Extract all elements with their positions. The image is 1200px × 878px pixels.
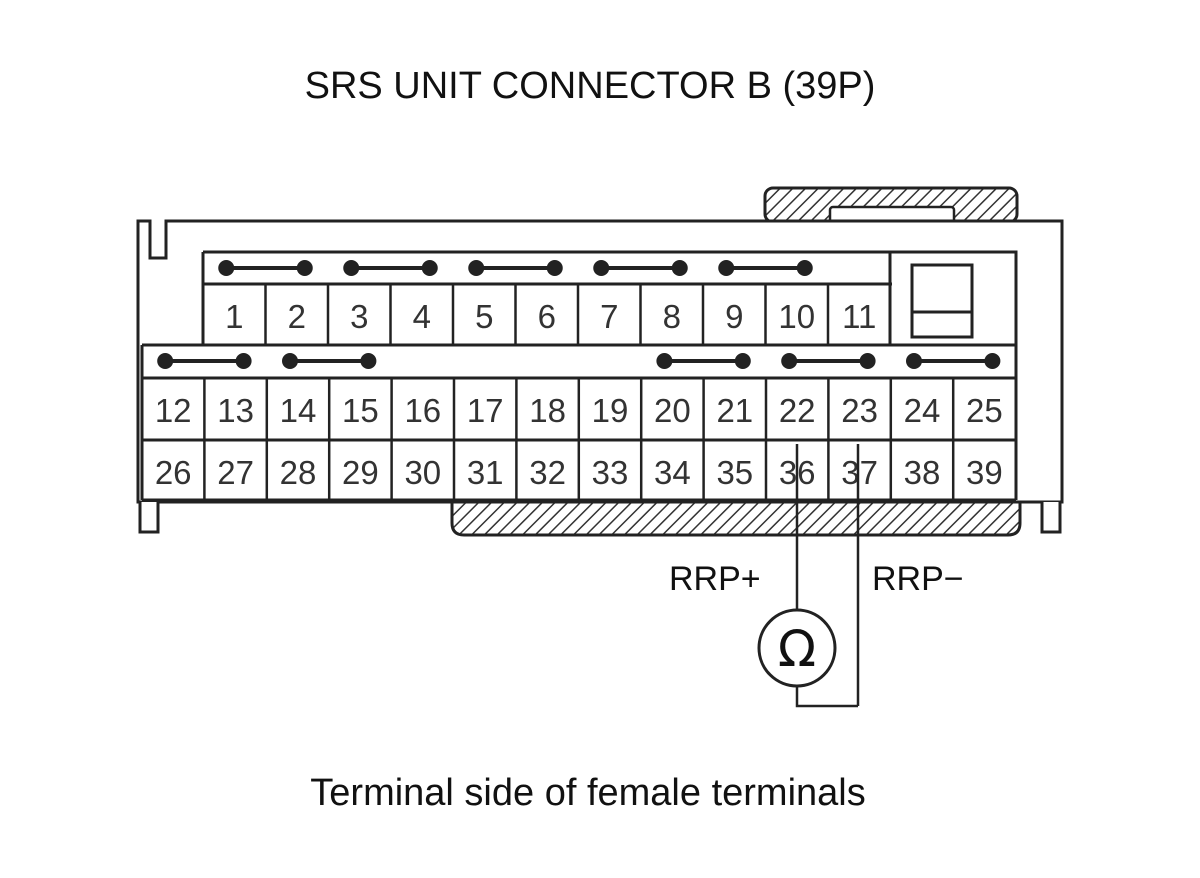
ohmmeter-icon: Ω <box>757 608 837 688</box>
terminal-31: 31 <box>467 454 504 491</box>
shorting-bar-end <box>734 353 751 369</box>
terminal-3: 3 <box>350 298 368 335</box>
terminal-21: 21 <box>716 392 753 429</box>
terminal-8: 8 <box>663 298 681 335</box>
terminal-19: 19 <box>592 392 629 429</box>
connector-bottom-latch <box>450 498 1022 537</box>
shorting-bar-end <box>781 353 798 369</box>
terminal-27: 27 <box>217 454 254 491</box>
connector-housing <box>136 219 1064 534</box>
probe-wires <box>795 444 860 708</box>
shorting-bar-end <box>656 353 673 369</box>
shorting-bar-end <box>859 353 876 369</box>
terminal-10: 10 <box>778 298 815 335</box>
terminal-18: 18 <box>529 392 566 429</box>
terminal-6: 6 <box>538 298 556 335</box>
diagram-title: SRS UNIT CONNECTOR B (39P) <box>305 65 876 107</box>
terminal-23: 23 <box>841 392 878 429</box>
probe-wire-return <box>795 686 858 708</box>
terminal-26: 26 <box>155 454 192 491</box>
shorting-bar-end <box>296 260 313 276</box>
diagram-caption: Terminal side of female terminals <box>310 772 865 814</box>
shorting-bar-end <box>360 353 377 369</box>
probe-label-positive: RRP+ <box>669 560 761 598</box>
shorting-bars <box>157 260 1001 369</box>
terminal-30: 30 <box>404 454 441 491</box>
terminal-11: 11 <box>842 298 876 335</box>
terminal-29: 29 <box>342 454 379 491</box>
terminal-22: 22 <box>779 392 816 429</box>
probe-label-negative: RRP− <box>872 560 964 598</box>
terminal-39: 39 <box>966 454 1003 491</box>
shorting-bar-end <box>421 260 438 276</box>
shorting-bar-end <box>671 260 688 276</box>
shorting-bar-end <box>218 260 235 276</box>
terminal-13: 13 <box>217 392 254 429</box>
terminal-2: 2 <box>288 298 306 335</box>
terminal-24: 24 <box>904 392 941 429</box>
shorting-bar-end <box>157 353 174 369</box>
terminal-38: 38 <box>904 454 941 491</box>
terminal-25: 25 <box>966 392 1003 429</box>
terminal-7: 7 <box>600 298 618 335</box>
terminal-14: 14 <box>280 392 317 429</box>
shorting-bar-end <box>593 260 610 276</box>
terminal-12: 12 <box>155 392 192 429</box>
shorting-bar-end <box>796 260 813 276</box>
shorting-bar-end <box>984 353 1001 369</box>
shorting-bar-end <box>282 353 298 369</box>
terminal-5: 5 <box>475 298 493 335</box>
terminal-34: 34 <box>654 454 691 491</box>
terminal-15: 15 <box>342 392 379 429</box>
terminal-1: 1 <box>225 298 243 335</box>
terminal-37: 37 <box>841 454 878 491</box>
shorting-bar-end <box>906 353 922 369</box>
terminal-9: 9 <box>725 298 743 335</box>
terminal-35: 35 <box>716 454 753 491</box>
shorting-bar-end <box>343 260 360 276</box>
terminal-4: 4 <box>413 298 431 335</box>
ohmmeter-symbol: Ω <box>778 620 816 678</box>
terminal-33: 33 <box>592 454 629 491</box>
terminal-32: 32 <box>529 454 566 491</box>
terminal-28: 28 <box>280 454 317 491</box>
connector-top-latch <box>763 186 1019 225</box>
terminal-20: 20 <box>654 392 691 429</box>
terminal-17: 17 <box>467 392 504 429</box>
terminal-16: 16 <box>404 392 441 429</box>
shorting-bar-end <box>718 260 735 276</box>
shorting-bar-end <box>468 260 485 276</box>
shorting-bar-end <box>235 353 252 369</box>
shorting-bar-end <box>546 260 563 276</box>
